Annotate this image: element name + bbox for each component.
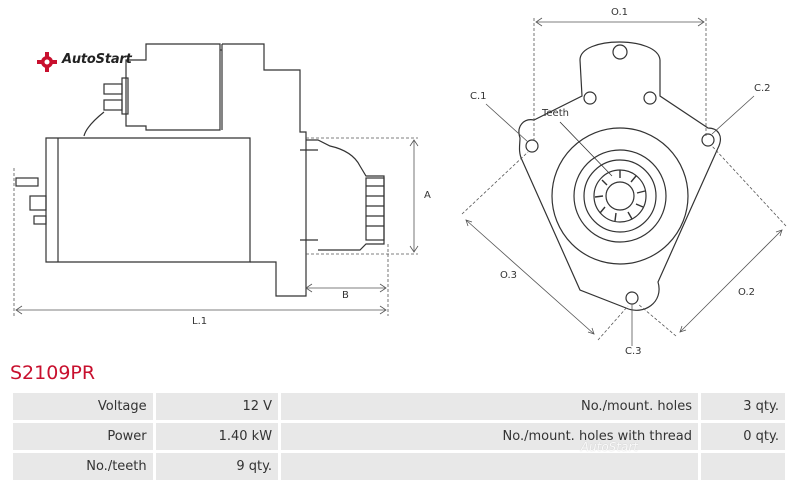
table-row: No./teeth 9 qty. [13, 453, 785, 480]
teeth-value: 9 qty. [155, 453, 279, 480]
label-teeth: Teeth [542, 108, 569, 119]
power-label: Power [13, 423, 153, 450]
product-code: S2109PR [10, 362, 96, 384]
empty-cell [700, 453, 785, 480]
mount-holes-thread-label: No./mount. holes with thread [502, 429, 692, 444]
empty-cell [281, 453, 698, 480]
label-c2: C.2 [754, 83, 771, 94]
mount-holes-value: 3 qty. [700, 393, 785, 420]
motor-body [45, 137, 251, 263]
spec-table: Voltage 12 V No./mount. holes 3 qty. Pow… [10, 390, 788, 483]
power-value: 1.40 kW [155, 423, 279, 450]
label-o3: O.3 [500, 270, 518, 281]
technical-drawing [13, 17, 787, 346]
voltage-value: 12 V [155, 393, 279, 420]
teeth-label: No./teeth [13, 453, 153, 480]
solenoid-boss [612, 44, 628, 60]
rear-terminal [15, 177, 39, 187]
label-l1: L.1 [192, 316, 208, 327]
autostart-logo: AutoStart [36, 50, 156, 72]
drive-housing [222, 43, 307, 297]
voltage-label: Voltage [13, 393, 153, 420]
mount-hole-c3 [625, 291, 639, 305]
mount-holes-thread-value: 0 qty. [700, 423, 785, 450]
logo-wordmark: AutoStart [62, 52, 132, 67]
solenoid [125, 43, 221, 131]
label-o2: O.2 [738, 287, 756, 298]
mount-hole-c2 [701, 133, 715, 147]
label-b: B [342, 290, 349, 301]
label-c1: C.1 [470, 91, 487, 102]
mount-hole-c1 [525, 139, 539, 153]
flange-outline [518, 41, 721, 311]
logo-gear-icon [37, 52, 57, 72]
mount-holes-label: No./mount. holes [281, 393, 698, 420]
label-a: A [424, 190, 431, 201]
table-row: Power 1.40 kW No./mount. holes with thre… [13, 423, 785, 454]
table-row: Voltage 12 V No./mount. holes 3 qty. [13, 393, 785, 420]
label-o1: O.1 [611, 7, 629, 18]
pinion [365, 177, 385, 241]
label-c3: C.3 [625, 346, 642, 357]
